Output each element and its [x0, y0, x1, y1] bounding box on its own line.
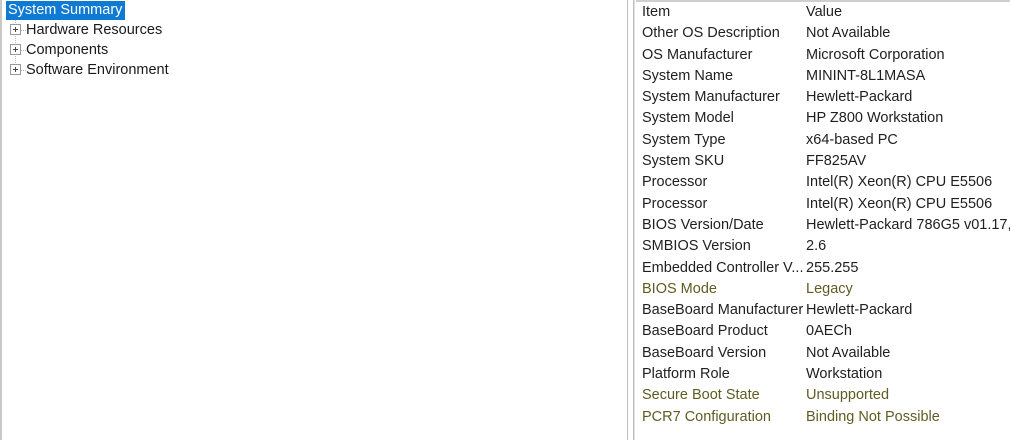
window-border-top: [636, 0, 1010, 2]
details-row-item: BaseBoard Product: [642, 323, 768, 340]
details-row-value: MININT-8L1MASA: [806, 67, 926, 84]
tree-item-components[interactable]: Components: [2, 40, 626, 60]
details-row-item: BIOS Version/Date: [642, 216, 764, 233]
tree-connector-horizontal: [21, 30, 27, 31]
details-row-value: Workstation: [806, 366, 883, 383]
details-row-item: Secure Boot State: [642, 387, 760, 404]
tree-item-components-label: Components: [26, 42, 109, 58]
details-row-item: System Model: [642, 110, 734, 127]
details-row[interactable]: System Manufacturer Hewlett-Packard: [636, 87, 1010, 108]
column-header-value[interactable]: Value: [806, 4, 843, 20]
details-row-item: SMBIOS Version: [642, 238, 751, 255]
details-row-item: Processor: [642, 174, 708, 191]
details-row[interactable]: SMBIOS Version 2.6: [636, 236, 1010, 257]
details-row-item: System SKU: [642, 153, 725, 170]
details-row-value: 2.6: [806, 238, 827, 255]
column-header-item[interactable]: Item: [642, 4, 671, 20]
details-row-value: 255.255: [806, 259, 859, 276]
tree-item-software-environment-label: Software Environment: [26, 62, 169, 78]
details-row-value: 0AECh: [806, 323, 852, 340]
tree-item-system-summary[interactable]: System Summary: [2, 0, 626, 20]
details-row[interactable]: BaseBoard Product 0AECh: [636, 321, 1010, 342]
details-row-value: Hewlett-Packard 786G5 v01.17, 8/: [806, 216, 1010, 233]
details-row-item: BaseBoard Manufacturer: [642, 302, 804, 319]
details-row-item: PCR7 Configuration: [642, 408, 771, 425]
details-row-value: Intel(R) Xeon(R) CPU E5506: [806, 174, 993, 191]
details-row-value: Microsoft Corporation: [806, 46, 945, 63]
splitter-line-right: [633, 0, 634, 440]
window-border-left: [0, 0, 2, 440]
details-row-value: Not Available: [806, 344, 891, 361]
details-row-item: Other OS Description: [642, 25, 780, 42]
details-row-value: Hewlett-Packard: [806, 89, 913, 106]
tree-item-hardware-resources-label: Hardware Resources: [26, 22, 163, 38]
details-row-item: Embedded Controller V...: [642, 259, 804, 276]
details-row[interactable]: BIOS Mode Legacy: [636, 279, 1010, 300]
splitter-line-shadow: [634, 0, 635, 440]
details-row-item: BaseBoard Version: [642, 344, 767, 361]
details-row-item: OS Manufacturer: [642, 46, 753, 63]
details-row[interactable]: Secure Boot State Unsupported: [636, 385, 1010, 406]
details-row[interactable]: System Model HP Z800 Workstation: [636, 108, 1010, 129]
details-row[interactable]: System Name MININT-8L1MASA: [636, 66, 1010, 87]
details-row[interactable]: Embedded Controller V...255.255: [636, 258, 1010, 279]
plus-icon[interactable]: [10, 23, 21, 35]
details-row-value: HP Z800 Workstation: [806, 110, 944, 127]
details-row-item: System Manufacturer: [642, 89, 780, 106]
plus-icon[interactable]: [10, 63, 21, 75]
details-row-item: System Name: [642, 67, 734, 84]
details-row[interactable]: System SKU FF825AV: [636, 151, 1010, 172]
tree-connector-horizontal: [21, 70, 27, 71]
details-row-item: System Type: [642, 131, 726, 148]
tree-item-hardware-resources[interactable]: Hardware Resources: [2, 20, 626, 40]
navigation-tree-pane[interactable]: System Summary Hardware Resources Compon…: [2, 0, 626, 440]
details-row[interactable]: Processor Intel(R) Xeon(R) CPU E5506: [636, 172, 1010, 193]
details-row-value: Intel(R) Xeon(R) CPU E5506: [806, 195, 993, 212]
details-header-row[interactable]: Item Value: [636, 2, 1010, 23]
pane-splitter[interactable]: [626, 0, 636, 440]
details-row-value: Not Available: [806, 25, 891, 42]
details-row[interactable]: Processor Intel(R) Xeon(R) CPU E5506: [636, 194, 1010, 215]
details-row-value: Hewlett-Packard: [806, 302, 913, 319]
plus-icon[interactable]: [10, 43, 21, 55]
details-row-value: Legacy: [806, 280, 853, 297]
details-row-value: x64-based PC: [806, 131, 898, 148]
details-row[interactable]: BaseBoard Version Not Available: [636, 343, 1010, 364]
details-row-item: BIOS Mode: [642, 280, 717, 297]
details-row-item: Processor: [642, 195, 708, 212]
details-row-value: Binding Not Possible: [806, 408, 940, 425]
details-row[interactable]: BIOS Version/Date Hewlett-Packard 786G5 v…: [636, 215, 1010, 236]
details-row-value: FF825AV: [806, 153, 867, 170]
details-row[interactable]: OS Manufacturer Microsoft Corporation: [636, 45, 1010, 66]
details-row[interactable]: Other OS Description Not Available: [636, 23, 1010, 44]
details-row-value: Unsupported: [806, 387, 890, 404]
tree-connector-horizontal: [21, 50, 27, 51]
details-row[interactable]: PCR7 Configuration Binding Not Possible: [636, 407, 1010, 428]
details-row[interactable]: System Type x64-based PC: [636, 130, 1010, 151]
tree-item-software-environment[interactable]: Software Environment: [2, 60, 626, 80]
tree-item-system-summary-label: System Summary: [6, 1, 126, 20]
details-row[interactable]: Platform Role Workstation: [636, 364, 1010, 385]
splitter-line-left: [627, 0, 628, 440]
details-row-item: Platform Role: [642, 366, 730, 383]
